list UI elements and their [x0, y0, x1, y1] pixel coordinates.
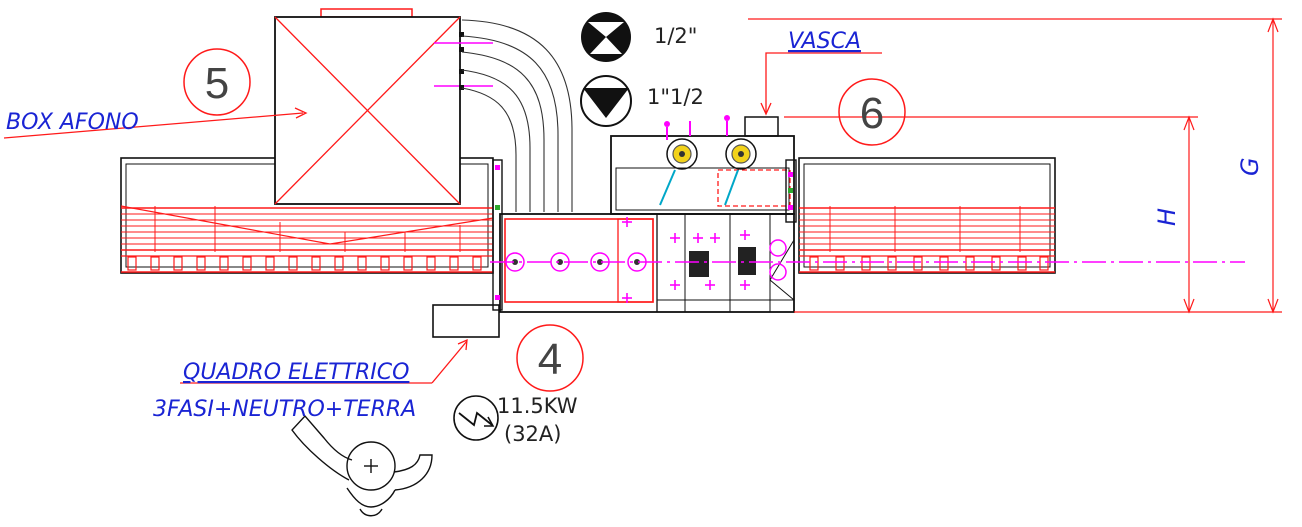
power-supply-label: 3FASI+NEUTRO+TERRA	[153, 397, 416, 422]
callout-5: 5	[183, 48, 251, 116]
pump-right	[724, 115, 757, 206]
dimension-g-label: G	[1236, 157, 1264, 176]
operator-figure-icon	[291, 414, 433, 517]
box-afono	[274, 8, 573, 212]
leader-lines	[3, 52, 882, 384]
electrical-panel	[432, 304, 500, 338]
svg-text:4: 4	[538, 335, 562, 384]
power-kw-label: 11.5KW	[497, 394, 578, 418]
vasca-label: VASCA	[788, 29, 861, 54]
central-machine	[492, 115, 797, 313]
power-amp-label: (32A)	[504, 422, 561, 446]
power-symbol-icon	[453, 395, 499, 441]
valve-half-inch-label: 1/2"	[654, 24, 697, 48]
svg-text:6: 6	[860, 89, 884, 138]
callout-4: 4	[516, 324, 584, 392]
dimension-h-label: H	[1153, 208, 1181, 226]
valve-half-inch-icon	[581, 12, 631, 62]
valve-one-half-inch-label: 1"1/2	[647, 85, 704, 109]
box-afono-label: BOX AFONO	[6, 110, 139, 135]
svg-text:5: 5	[205, 59, 229, 108]
left-conveyor	[120, 157, 494, 274]
pump-left	[659, 121, 698, 206]
dimension-lines	[748, 17, 1282, 314]
callout-6: 6	[838, 78, 906, 146]
right-conveyor	[798, 157, 1056, 274]
valve-one-half-inch-icon	[580, 75, 632, 127]
quadro-elettrico-label: QUADRO ELETTRICO	[183, 360, 409, 385]
